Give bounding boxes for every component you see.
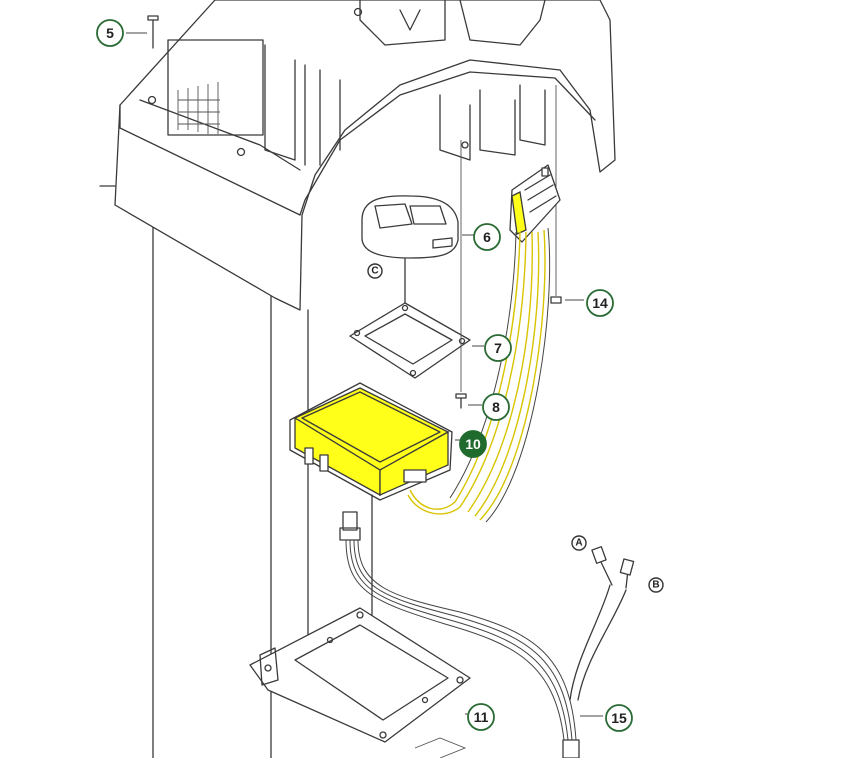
lower-cable (339, 511, 635, 758)
callout-11[interactable]: 11 (467, 703, 495, 731)
keypad-cover-6 (361, 195, 474, 316)
callout-11-label: 11 (474, 709, 489, 725)
callout-6[interactable]: 6 (473, 223, 501, 251)
gasket-7 (349, 302, 484, 379)
callout-14[interactable]: 14 (586, 289, 614, 317)
callout-6-label: 6 (483, 229, 491, 245)
console-housing (114, 0, 616, 311)
letter-marker-c: C (367, 263, 383, 279)
callout-8-label: 8 (492, 399, 500, 415)
letter-c-label: C (371, 266, 378, 277)
letter-b-label: B (652, 580, 659, 591)
screw-5 (126, 15, 159, 49)
letter-marker-a: A (571, 535, 587, 551)
callout-5-label: 5 (106, 25, 114, 41)
letter-a-label: A (575, 538, 582, 549)
callout-7-label: 7 (494, 340, 502, 356)
callout-15-label: 15 (611, 710, 627, 726)
callout-15[interactable]: 15 (605, 704, 633, 732)
letter-marker-b: B (648, 577, 664, 593)
callout-14-label: 14 (592, 295, 608, 311)
callout-5[interactable]: 5 (96, 19, 124, 47)
callout-8[interactable]: 8 (482, 393, 510, 421)
wire-harness (407, 227, 551, 523)
screw-8 (455, 140, 482, 409)
bracket-11 (249, 607, 471, 758)
callout-10-label: 10 (465, 436, 481, 452)
control-module-10 (289, 382, 462, 676)
callout-10[interactable]: 10 (459, 430, 487, 458)
callout-7[interactable]: 7 (484, 334, 512, 362)
harness-connector (509, 164, 561, 243)
